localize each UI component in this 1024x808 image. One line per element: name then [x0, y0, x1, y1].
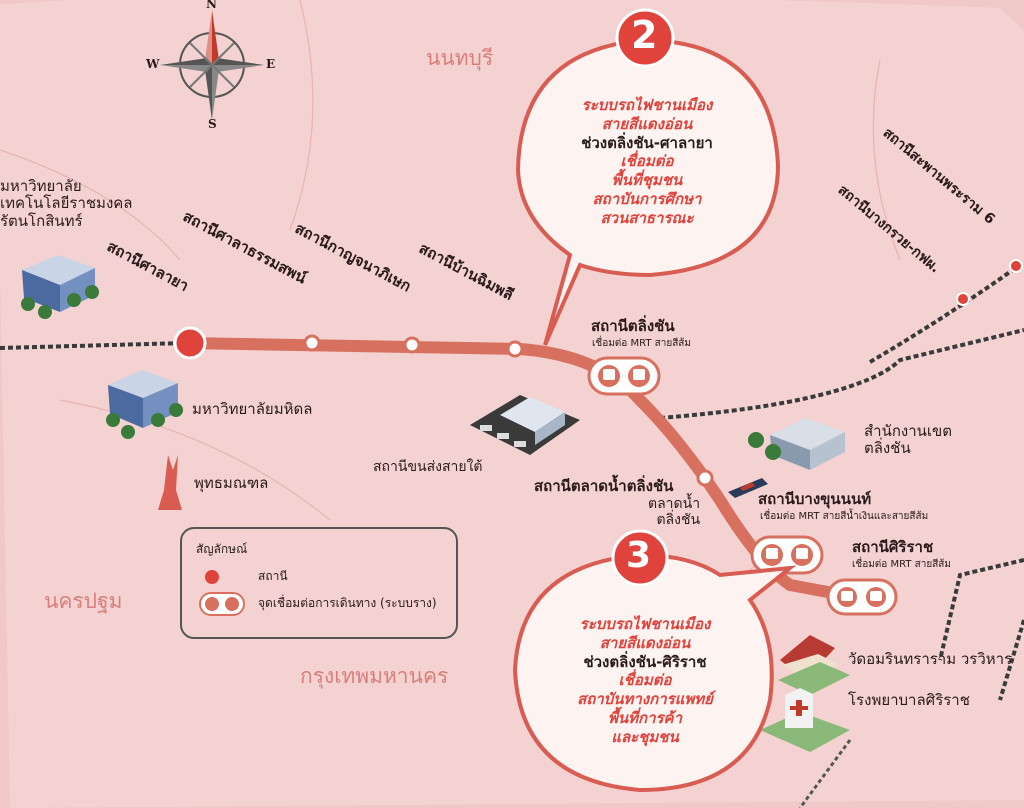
- bubble-3-line-7: และชุมชน: [611, 727, 679, 746]
- label-office-line-2: ตลิ่งชัน: [864, 439, 911, 458]
- bubble-3-number: 3: [626, 535, 652, 576]
- interchange-taling-chan: [587, 356, 661, 396]
- legend-title: สัญลักษณ์: [196, 542, 248, 556]
- label-office-line-1: สำนักงานเขต: [864, 422, 953, 440]
- bubble-2-line-1: ระบบรถไฟชานเมือง: [581, 96, 713, 114]
- bubble-3-line-2: สายสีแดงอ่อน: [599, 633, 691, 652]
- bubble-2-text: ระบบรถไฟชานเมือง สายสีแดงอ่อน ช่วงตลิ่งช…: [532, 96, 762, 227]
- province-nakhon-pathom: นครปฐม: [44, 589, 123, 613]
- bubble-2-number: 2: [631, 13, 658, 57]
- legend-station-symbol: [205, 570, 219, 584]
- compass-south: S: [208, 117, 217, 131]
- legend-interchange-symbol: [199, 592, 245, 616]
- info-bubble-3: [512, 529, 797, 793]
- bubble-3-line-1: ระบบรถไฟชานเมือง: [579, 615, 711, 633]
- station-dot-sala-thammasop: [303, 334, 321, 352]
- bubble-2-line-6: สถาบันการศึกษา: [592, 189, 702, 208]
- label-taling-chan-sub: เชื่อมต่อ MRT สายสีส้ม: [592, 338, 691, 349]
- bubble-3-text: ระบบรถไฟชานเมือง สายสีแดงอ่อน ช่วงตลิ่งช…: [530, 615, 760, 746]
- university-building-icon: [21, 255, 99, 319]
- buddha-statue-icon: [158, 455, 182, 510]
- label-rmutr-line-2: เทคโนโลยีราชมงคล: [0, 194, 133, 213]
- legend-station-label: สถานี: [258, 569, 288, 583]
- label-rmutr-line-3: รัตนโกสินทร์: [0, 211, 83, 230]
- rail-southeast: [938, 558, 1024, 661]
- station-dot-ban-chimphli: [506, 340, 524, 358]
- boat-icon: [728, 478, 768, 498]
- compass-rose-icon: [160, 10, 264, 120]
- station-dot-kanchanaphisek: [403, 336, 421, 354]
- label-taling-chan: สถานีตลิ่งชัน: [591, 317, 675, 335]
- hospital-icon: [760, 688, 850, 752]
- label-floating-market: ตลาดน้ำ ตลิ่งชัน: [648, 496, 700, 528]
- station-dot-bang-kruai: [956, 292, 970, 306]
- rail-west: [0, 341, 186, 350]
- mahidol-building-icon: [106, 370, 183, 439]
- bubble-2-line-5: พื้นที่ชุมชน: [611, 171, 683, 189]
- bubble-2-line-3: ช่วงตลิ่งชัน-ศาลายา: [581, 133, 713, 152]
- rail-southeast-b: [998, 619, 1024, 701]
- temple-icon: [778, 635, 850, 695]
- label-market-line-2: ตลิ่งชัน: [656, 512, 701, 529]
- legend-interchange-label: จุดเชื่อมต่อการเดินทาง (ระบบราง): [258, 596, 437, 610]
- bus-terminal-icon: [470, 395, 580, 455]
- rail-northeast-b: [868, 260, 1024, 364]
- interchange-siriraj: [826, 578, 898, 616]
- bubble-3-line-4: เชื่อมต่อ: [618, 671, 672, 690]
- label-mahidol: มหาวิทยาลัยมหิดล: [192, 400, 313, 418]
- label-siriraj: สถานีศิริราช: [852, 538, 934, 556]
- bubble-2-line-7: สวนสาธารณะ: [600, 208, 694, 227]
- province-nonthaburi: นนทบุรี: [426, 46, 494, 70]
- label-bang-khun-non-sub: เชื่อมต่อ MRT สายสีน้ำเงินและสายสีส้ม: [760, 511, 929, 522]
- label-taling-chan-office: สำนักงานเขต ตลิ่งชัน: [864, 422, 953, 458]
- label-bang-khun-non: สถานีบางขุนนนท์: [758, 490, 872, 508]
- bubble-3-line-3: ช่วงตลิ่งชัน-ศิริราช: [583, 652, 707, 671]
- bubble-3-line-5: สถาบันทางการแพทย์: [577, 690, 713, 708]
- bubble-2-line-2: สายสีแดงอ่อน: [601, 114, 693, 133]
- station-dot-saphan-phra-ram6: [1009, 259, 1023, 273]
- bubble-2-line-4: เชื่อมต่อ: [620, 152, 674, 171]
- bubble-3-line-6: พื้นที่การค้า: [607, 708, 683, 727]
- province-bangkok: กรุงเทพมหานคร: [300, 664, 449, 688]
- label-rmutr-line-1: มหาวิทยาลัย: [0, 177, 82, 195]
- compass-north: N: [206, 0, 217, 11]
- legend-box: [180, 527, 458, 639]
- station-dot-salaya: [173, 326, 207, 360]
- label-rmutr: มหาวิทยาลัย เทคโนโลยีราชมงคล รัตนโกสินทร…: [0, 177, 133, 230]
- rail-northeast-a: [659, 328, 1024, 420]
- interchange-bang-khun-non: [750, 535, 824, 575]
- label-phutthamonthon: พุทธมณฑล: [194, 474, 269, 492]
- label-market-line-1: ตลาดน้ำ: [648, 496, 701, 512]
- compass-west: W: [146, 57, 160, 71]
- district-office-icon: [748, 418, 845, 470]
- label-southern-bus-terminal: สถานีขนส่งสายใต้: [373, 459, 483, 475]
- label-siriraj-sub: เชื่อมต่อ MRT สายสีส้ม: [852, 559, 951, 570]
- label-talat-nam-taling-chan: สถานีตลาดน้ำตลิ่งชัน: [534, 477, 674, 495]
- label-siriraj-hospital: โรงพยาบาลศิริราช: [848, 691, 970, 709]
- info-bubble-2: [515, 8, 781, 346]
- compass-east: E: [266, 57, 276, 71]
- label-wat-amarin: วัดอมรินทราราม วรวิหาร: [848, 650, 1013, 668]
- station-dot-talat-nam: [696, 469, 714, 487]
